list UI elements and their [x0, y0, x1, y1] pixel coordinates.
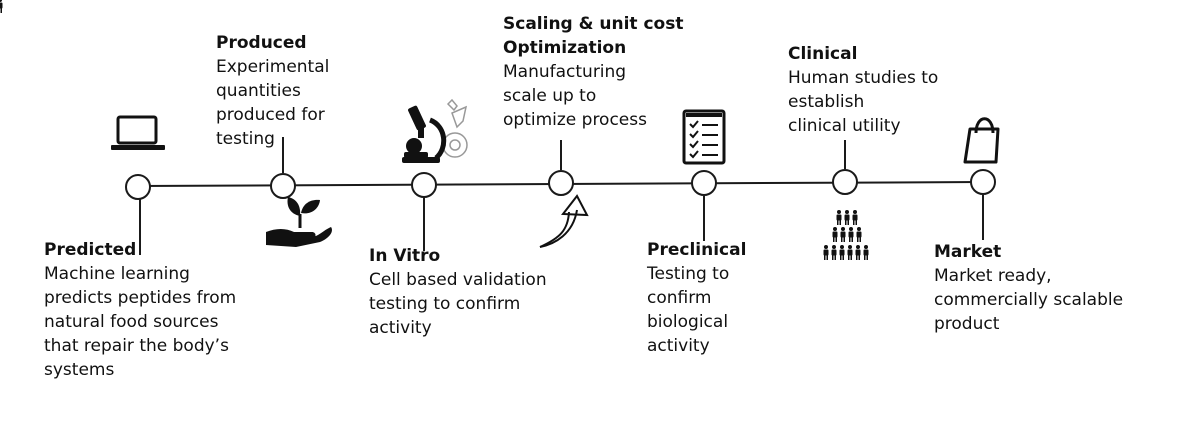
stage-description-line: confirm: [647, 288, 712, 308]
stage-description-line: testing: [216, 129, 275, 149]
node-clinical: [832, 169, 858, 195]
stage-description-line: establish: [788, 92, 865, 112]
stage-title-line2: Optimization: [503, 38, 627, 58]
stage-description-line: Human studies to: [788, 68, 939, 88]
stage-description-line: activity: [369, 318, 432, 338]
stage-description-line: quantities: [216, 81, 301, 101]
stage-description-line: systems: [44, 360, 115, 380]
stage-in-vitro: In Vitro Cell based validation testing t…: [369, 244, 547, 340]
stage-description-line: optimize process: [503, 110, 647, 130]
stage-title: Clinical: [788, 44, 858, 64]
stage-description-line: Experimental: [216, 57, 330, 77]
stage-description-line: biological: [647, 312, 729, 332]
stage-title: Preclinical: [647, 240, 747, 260]
stage-title: Scaling & unit cost: [503, 14, 684, 34]
stage-description-line: Manufacturing: [503, 62, 627, 82]
stage-description-line: Machine learning: [44, 264, 190, 284]
stage-description-line: testing to confirm: [369, 294, 521, 314]
stage-produced: Produced Experimental quantities produce…: [216, 31, 329, 151]
stage-preclinical: Preclinical Testing to confirm biologica…: [647, 238, 746, 358]
stage-scaling: Scaling & unit cost Optimization Manufac…: [503, 12, 683, 132]
stage-predicted: Predicted Machine learning predicts pept…: [44, 238, 236, 382]
stage-title: In Vitro: [369, 246, 441, 266]
stage-description-line: commercially scalable: [934, 290, 1124, 310]
microscope-icon: [402, 98, 468, 163]
stage-description-line: that repair the body’s: [44, 336, 229, 356]
stage-description-line: activity: [647, 336, 710, 356]
stage-description-line: Market ready,: [934, 266, 1052, 286]
people-group-icon: [0, 0, 869, 260]
stage-description-line: product: [934, 314, 1000, 334]
stage-description-line: Cell based validation: [369, 270, 547, 290]
node-produced: [270, 173, 296, 199]
stage-title: Predicted: [44, 240, 137, 260]
stage-market: Market Market ready, commercially scalab…: [934, 240, 1123, 336]
laptop-icon: [111, 115, 165, 150]
node-scaling: [548, 170, 574, 196]
shopping-bag-icon: [963, 117, 1000, 164]
node-predicted: [125, 174, 151, 200]
stage-description-line: produced for: [216, 105, 325, 125]
node-preclinical: [691, 170, 717, 196]
stage-description-line: predicts peptides from: [44, 288, 237, 308]
checklist-icon: [682, 109, 726, 165]
stage-description-line: clinical utility: [788, 116, 901, 136]
stage-description-line: natural food sources: [44, 312, 219, 332]
stage-description-line: Testing to: [647, 264, 730, 284]
stage-description-line: scale up to: [503, 86, 597, 106]
stage-clinical: Clinical Human studies to establish clin…: [788, 42, 938, 138]
stage-title: Produced: [216, 33, 307, 53]
node-in-vitro: [411, 172, 437, 198]
node-market: [970, 169, 996, 195]
stage-title: Market: [934, 242, 1002, 262]
hand-sprout-icon: [266, 197, 332, 247]
curved-arrow-up-icon: [539, 194, 589, 248]
